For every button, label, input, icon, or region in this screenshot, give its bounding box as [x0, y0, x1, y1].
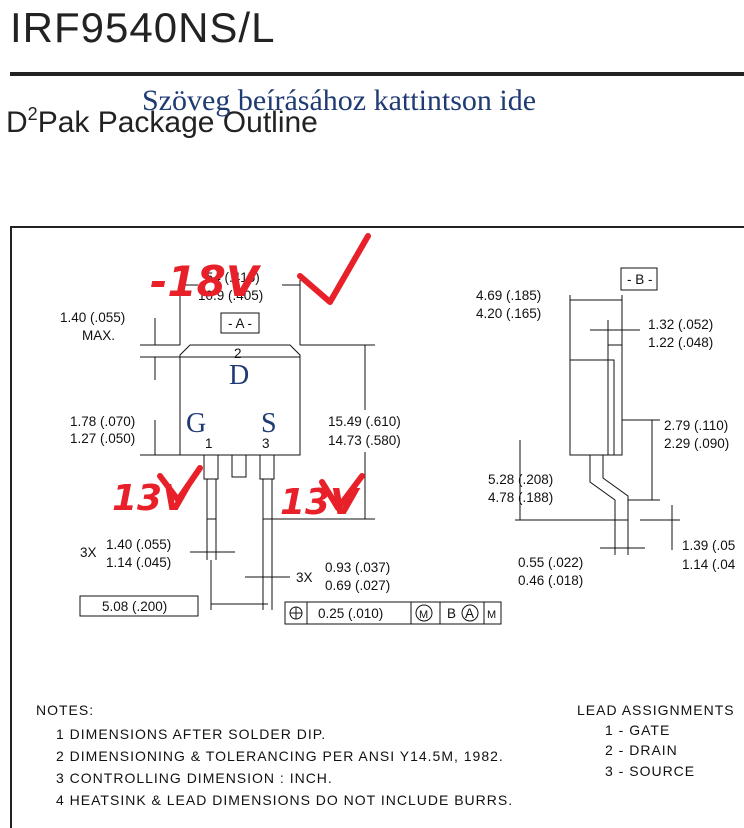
side-lead	[589, 455, 629, 521]
lead-gate-upper	[203, 454, 219, 480]
lead-thk-max-label: 0.93 (.037)	[325, 560, 390, 575]
side-body	[569, 359, 615, 456]
checkmark-right	[319, 473, 365, 511]
voltage-right: 13V	[280, 482, 361, 523]
tab-thk-min-label: 1.22 (.048)	[648, 335, 713, 350]
notes-heading: NOTES:	[36, 702, 95, 718]
datum-b-box	[620, 267, 658, 291]
foot-thk-max-label: 0.55 (.022)	[518, 555, 583, 570]
seat-min-label: 4.78 (.188)	[488, 490, 553, 505]
datum-b-label: - B -	[627, 272, 653, 287]
standoff-min-label: 1.27 (.050)	[70, 431, 135, 446]
drawing-frame	[10, 226, 744, 828]
letter-gate: G	[186, 408, 206, 439]
voltage-left: 13V	[112, 478, 193, 519]
page-title: IRF9540NS/L	[10, 4, 276, 51]
standoff-max-label: 1.78 (.070)	[70, 414, 135, 429]
foot-len-max-label: 2.79 (.110)	[664, 418, 728, 433]
checkmark-top	[297, 233, 371, 305]
note-4: 4 HEATSINK & LEAD DIMENSIONS DO NOT INCL…	[56, 792, 514, 808]
placeholder-text-box[interactable]: Szöveg beírásához kattintson ide	[142, 84, 537, 117]
note-3: 3 CONTROLLING DIMENSION : INCH.	[56, 770, 333, 786]
subtitle-prefix: D	[6, 106, 28, 139]
height-max-label: 15.49 (.610)	[328, 414, 401, 429]
fcf-mmc-2: M	[487, 609, 496, 621]
depth-min-label: 4.20 (.165)	[476, 306, 541, 321]
lead-source-lower	[262, 478, 273, 520]
fcf-frame	[284, 601, 502, 625]
pin-label-source: 3	[262, 436, 270, 451]
lead-width-min-label: 1.14 (.045)	[106, 555, 171, 570]
foot-thk-min-label: 0.46 (.018)	[518, 573, 583, 588]
height-min-label: 14.73 (.580)	[328, 433, 401, 448]
mmc-circle-1	[415, 604, 433, 622]
package-subtitle: D2Pak Package Outline	[6, 104, 318, 140]
tab-thk-max-label: 1.32 (.052)	[648, 317, 713, 332]
datum-a-label: - A -	[228, 316, 252, 331]
tab-height-note: MAX.	[82, 328, 115, 343]
pitch-box	[79, 595, 199, 617]
lead-source-upper	[259, 454, 275, 480]
lead-drain-stub	[231, 454, 247, 478]
fcf-mmc-1: M	[419, 609, 428, 621]
pitch-label: 5.08 (.200)	[102, 599, 167, 614]
voltage-top: -18V	[150, 257, 262, 306]
pin-label-drain: 2	[234, 346, 242, 361]
depth-max-label: 4.69 (.185)	[476, 288, 541, 303]
lead-assignment-source: 3 - SOURCE	[605, 763, 696, 779]
pin-label-gate: 1	[205, 436, 213, 451]
tolerance-label: 0.25 (.010)	[318, 606, 383, 621]
lead-assignments-heading: LEAD ASSIGNMENTS	[577, 702, 735, 718]
front-view	[79, 280, 502, 625]
tab-height-max-label: 1.40 (.055)	[60, 310, 125, 325]
lead-thk-min-label: 0.69 (.027)	[325, 578, 390, 593]
fcf-datum-b: B	[447, 606, 456, 621]
lead-width-max-label: 1.40 (.055)	[106, 537, 171, 552]
lead-assignment-gate: 1 - GATE	[605, 722, 671, 738]
foot-len-min-label: 2.29 (.090)	[664, 436, 729, 451]
lead-thk-qty: 3X	[296, 570, 313, 585]
title-rule	[10, 72, 744, 76]
side-tab	[607, 344, 623, 456]
lead-assignment-drain: 2 - DRAIN	[605, 742, 678, 758]
datum-a-box	[220, 312, 260, 334]
seat-max-label: 5.28 (.208)	[488, 472, 553, 487]
width-min-label: 10.9 (.405)	[198, 288, 263, 303]
subtitle-rest: Pak Package Outline	[37, 106, 318, 139]
subtitle-superscript: 2	[27, 104, 38, 124]
lead-len-max-label: 1.39 (.05	[682, 538, 735, 553]
letter-drain: D	[229, 360, 249, 391]
note-1: 1 DIMENSIONS AFTER SOLDER DIP.	[56, 726, 327, 742]
side-view	[515, 267, 680, 555]
datum-a-circle	[461, 604, 479, 622]
width-max-label: .54 (.415)	[202, 270, 260, 285]
lead-len-min-label: 1.14 (.04	[682, 557, 736, 572]
lead-gate-lower	[206, 478, 217, 520]
fcf-datum-a: A	[465, 606, 474, 621]
lead-width-qty: 3X	[80, 545, 97, 560]
handwritten-annotations: -18V 13V 13V	[112, 233, 371, 523]
letter-source: S	[261, 408, 277, 439]
checkmark-left	[157, 465, 203, 503]
note-2: 2 DIMENSIONING & TOLERANCING PER ANSI Y1…	[56, 748, 504, 764]
